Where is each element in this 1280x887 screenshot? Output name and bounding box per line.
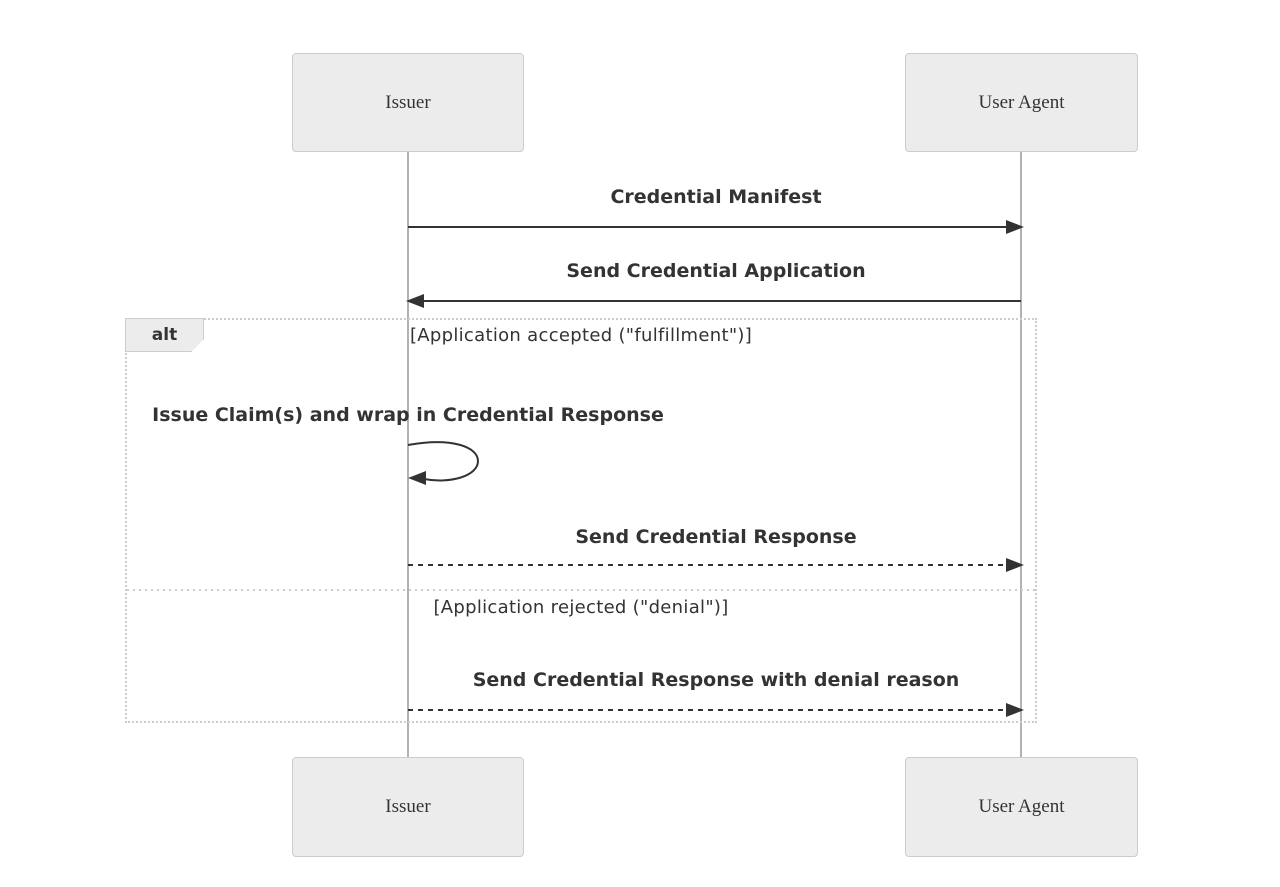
issue-claims-self-loop (407, 441, 480, 482)
send-credential-response-denial-arrowhead (1006, 703, 1024, 717)
credential-manifest-label: Credential Manifest (610, 186, 822, 208)
alt-frame-label-text: alt (151, 325, 178, 345)
actor-user-agent-bottom-label: User Agent (978, 796, 1065, 817)
send-credential-response-arrowhead (1006, 558, 1024, 572)
send-credential-application-arrowhead (406, 294, 424, 308)
send-credential-response-label: Send Credential Response (575, 526, 857, 548)
alt-frame (125, 318, 1037, 723)
actor-user-agent-top: User Agent (905, 53, 1138, 152)
actor-issuer-top: Issuer (292, 53, 524, 152)
actor-user-agent-bottom: User Agent (905, 757, 1138, 857)
actor-issuer-bottom-label: Issuer (385, 796, 431, 817)
actor-issuer-top-label: Issuer (385, 91, 431, 113)
issue-claims-self-label: Issue Claim(s) and wrap in Credential Re… (152, 404, 664, 426)
alt-condition-accepted: [Application accepted ("fulfillment")] (409, 325, 753, 346)
actor-issuer-bottom: Issuer (292, 757, 524, 857)
alt-frame-label: alt (125, 318, 204, 352)
credential-manifest-arrowhead (1006, 220, 1024, 234)
alt-condition-rejected: [Application rejected ("denial")] (433, 597, 729, 618)
send-credential-response-denial-label: Send Credential Response with denial rea… (472, 669, 960, 691)
send-credential-application-label: Send Credential Application (566, 260, 866, 282)
actor-user-agent-top-label: User Agent (978, 91, 1065, 113)
issue-claims-self-loop-arrowhead (408, 471, 426, 485)
